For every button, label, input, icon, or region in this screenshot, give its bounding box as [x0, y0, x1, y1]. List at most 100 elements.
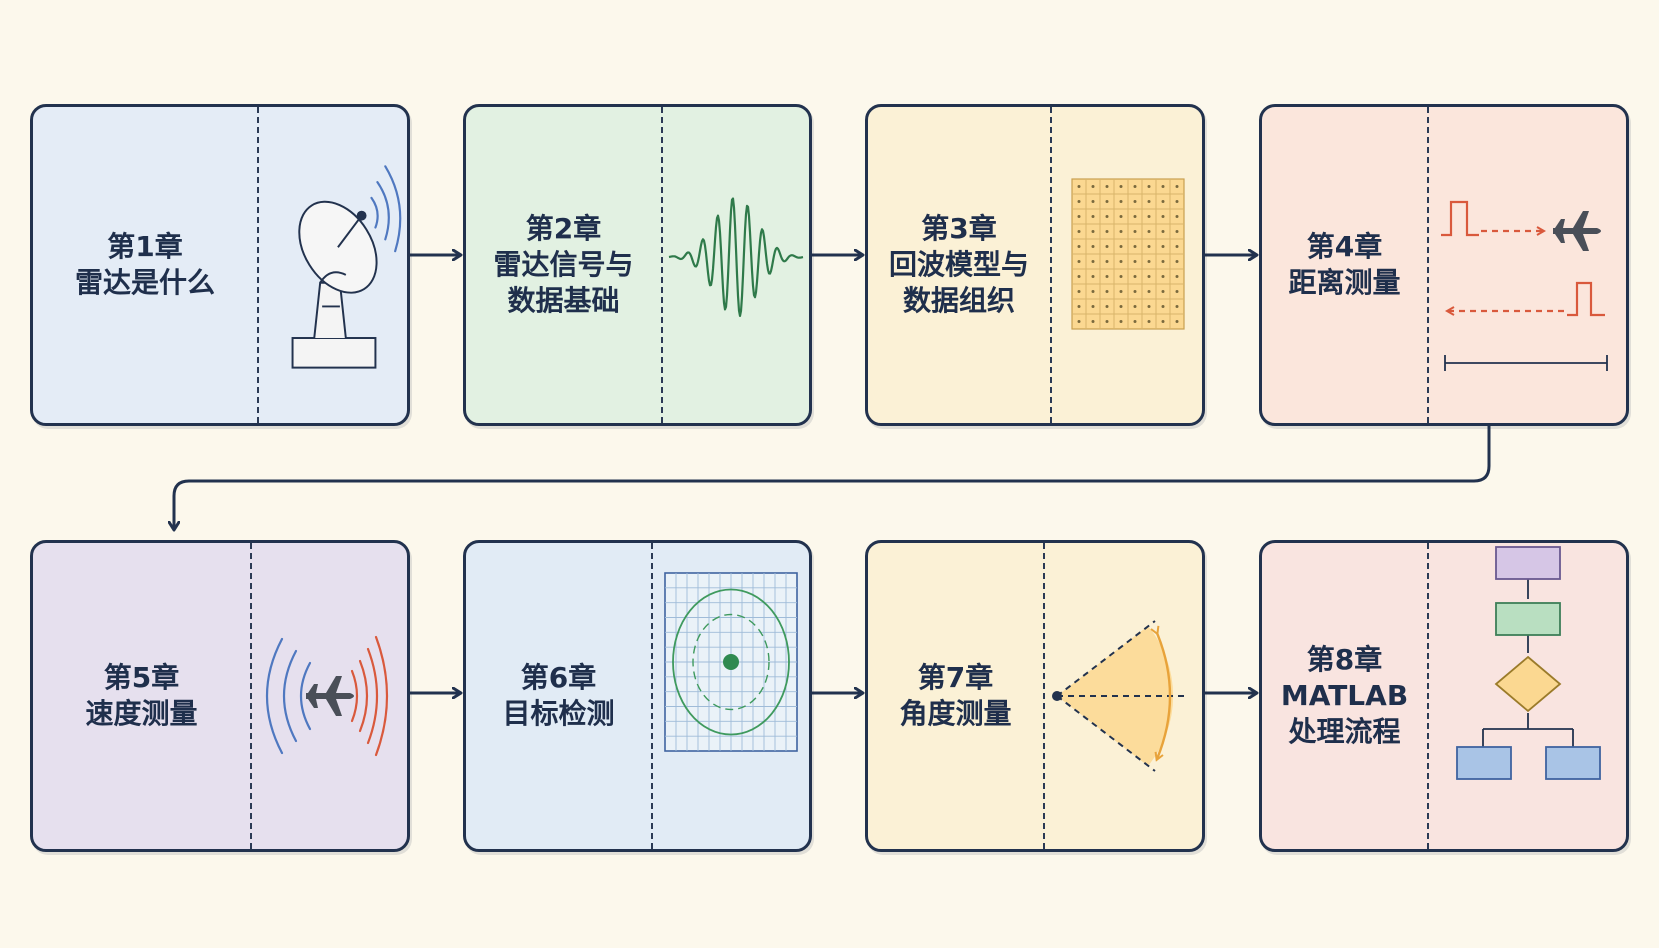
- grid-sample-dot: [1119, 275, 1123, 278]
- flow-left-box: [1456, 746, 1512, 780]
- chapter-3-divider: [1050, 107, 1052, 423]
- grid-sample-dot: [1091, 185, 1095, 188]
- flow-decision-diamond: [1494, 655, 1562, 713]
- outgoing-pulse: [1441, 200, 1479, 237]
- angle-arc: [1157, 633, 1172, 759]
- chapter-3-line-1: 回波模型与: [888, 248, 1029, 281]
- grid-sample-dot: [1147, 200, 1151, 203]
- grid-sample-dot: [1161, 200, 1165, 203]
- grid-sample-dot: [1105, 290, 1109, 293]
- chapter-2-title: 第2章 雷达信号与 数据基础: [466, 107, 661, 423]
- chapter-1-title: 第1章 雷达是什么: [33, 107, 257, 423]
- chapter-6-title: 第6章 目标检测: [466, 543, 651, 849]
- grid-sample-dot: [1119, 245, 1123, 248]
- grid-sample-dot: [1175, 260, 1179, 263]
- grid-sample-dot: [1105, 260, 1109, 263]
- grid-sample-dot: [1133, 245, 1137, 248]
- range-pulse-icon: [1429, 107, 1626, 423]
- grid-sample-dot: [1133, 275, 1137, 278]
- chapter-1-line-1: 雷达是什么: [74, 266, 215, 299]
- grid-sample-dot: [1175, 215, 1179, 218]
- range-bar: [1444, 355, 1608, 371]
- grid-sample-dot: [1161, 305, 1165, 308]
- grid-sample-dot: [1077, 275, 1081, 278]
- grid-sample-dot: [1133, 320, 1137, 323]
- radar-scope-icon: [653, 543, 809, 849]
- grid-sample-dot: [1077, 290, 1081, 293]
- grid-sample-dot: [1119, 320, 1123, 323]
- chapter-card-2: 第2章 雷达信号与 数据基础: [463, 104, 812, 426]
- chapter-2-line-2: 数据基础: [507, 284, 620, 317]
- waveform-line: [668, 197, 804, 317]
- chapter-6-line-1: 目标检测: [502, 697, 615, 730]
- grid-sample-dot: [1105, 245, 1109, 248]
- grid-sample-dot: [1091, 275, 1095, 278]
- grid-sample-dot: [1077, 305, 1081, 308]
- grid-sample-dot: [1119, 305, 1123, 308]
- arrow-4-to-5: [174, 426, 1491, 530]
- grid-sample-dot: [1175, 185, 1179, 188]
- grid-sample-dot: [1175, 290, 1179, 293]
- grid-sample-dot: [1119, 200, 1123, 203]
- grid-sample-dot: [1105, 230, 1109, 233]
- chapter-6-label: 第6章: [520, 661, 597, 694]
- scope-ring: [672, 588, 790, 736]
- grid-sample-dot: [1119, 185, 1123, 188]
- chapter-7-title: 第7章 角度测量: [868, 543, 1043, 849]
- flow-start-box: [1495, 546, 1561, 580]
- chapter-card-3: 第3章 回波模型与 数据组织: [865, 104, 1205, 426]
- grid-sample-dot: [1133, 230, 1137, 233]
- grid-sample-dot: [1147, 245, 1151, 248]
- grid-sample-dot: [1161, 230, 1165, 233]
- chapter-card-4: 第4章 距离测量: [1259, 104, 1629, 426]
- grid-sample-dot: [1133, 185, 1137, 188]
- grid-sample-dot: [1105, 275, 1109, 278]
- doppler-plane-icon: [252, 543, 407, 849]
- grid-sample-dot: [1147, 260, 1151, 263]
- grid-sample-dot: [1091, 260, 1095, 263]
- grid-sample-dot: [1105, 305, 1109, 308]
- flowchart-icon: [1429, 543, 1626, 849]
- chapter-8-divider: [1427, 543, 1429, 849]
- flow-right-box: [1545, 746, 1601, 780]
- grid-sample-dot: [1133, 215, 1137, 218]
- grid-sample-dot: [1133, 290, 1137, 293]
- angle-sector-icon: [1045, 543, 1202, 849]
- radar-dish-icon: [259, 107, 407, 423]
- grid-sample-dot: [1119, 230, 1123, 233]
- chapter-8-line-2: 处理流程: [1288, 715, 1401, 748]
- chapter-8-line-1: MATLAB: [1280, 679, 1409, 712]
- grid-sample-dot: [1147, 320, 1151, 323]
- flow-process-box: [1495, 602, 1561, 636]
- chapter-card-8: 第8章 MATLAB 处理流程: [1259, 540, 1629, 852]
- chapter-card-7: 第7章 角度测量: [865, 540, 1205, 852]
- grid-sample-dot: [1147, 185, 1151, 188]
- grid-sample-dot: [1077, 200, 1081, 203]
- grid-sample-dot: [1119, 290, 1123, 293]
- chapter-2-label: 第2章: [525, 212, 602, 245]
- detected-target-dot: [723, 654, 739, 670]
- grid-sample-dot: [1147, 230, 1151, 233]
- data-grid-icon: [1052, 107, 1202, 423]
- grid-sample-dot: [1119, 215, 1123, 218]
- grid-sample-dot: [1133, 305, 1137, 308]
- chapter-4-line-1: 距离测量: [1288, 266, 1401, 299]
- grid-sample-dot: [1105, 320, 1109, 323]
- chapter-5-line-1: 速度测量: [85, 697, 198, 730]
- grid-sample-dot: [1175, 275, 1179, 278]
- grid-sample-dot: [1077, 230, 1081, 233]
- chapter-1-label: 第1章: [107, 230, 183, 263]
- chapter-4-title: 第4章 距离测量: [1262, 107, 1427, 423]
- waveform-icon: [663, 107, 809, 423]
- airplane-icon: [1553, 211, 1601, 251]
- grid-sample-dot: [1077, 320, 1081, 323]
- chapter-5-divider: [250, 543, 252, 849]
- grid-sample-dot: [1105, 215, 1109, 218]
- grid-sample-dot: [1161, 185, 1165, 188]
- grid-sample-dot: [1147, 275, 1151, 278]
- chapter-4-label: 第4章: [1306, 230, 1383, 263]
- grid-sample-dot: [1091, 320, 1095, 323]
- chapter-2-line-1: 雷达信号与: [493, 248, 634, 281]
- chapter-3-title: 第3章 回波模型与 数据组织: [868, 107, 1050, 423]
